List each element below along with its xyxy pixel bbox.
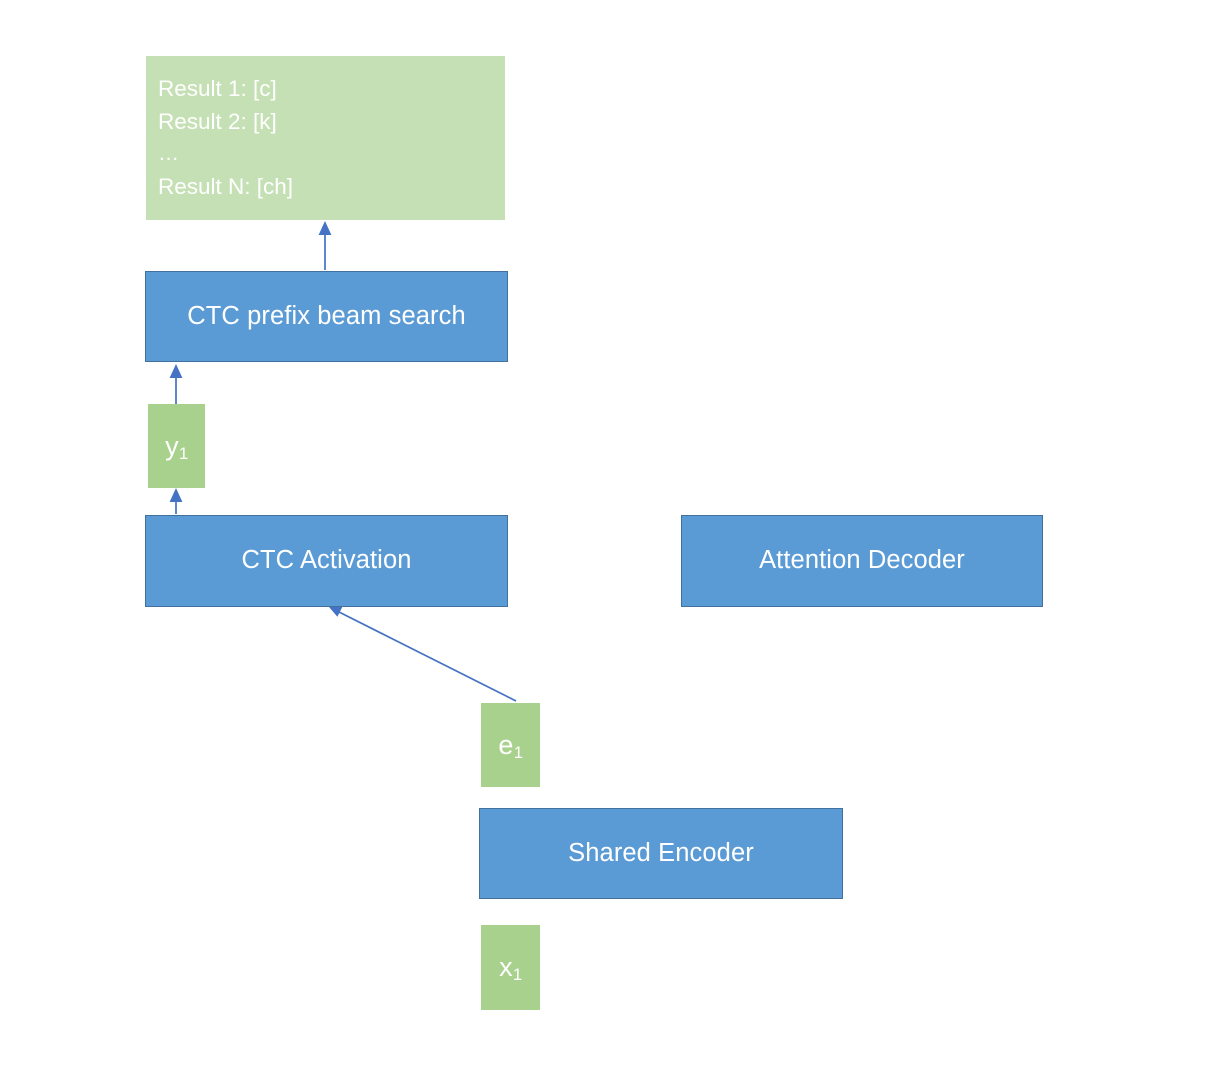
tensor-e1-subscript: 1: [513, 742, 523, 762]
ctc-activation-box[interactable]: CTC Activation: [145, 515, 508, 607]
tensor-x1-label: x1: [499, 952, 523, 985]
ctc-activation-label: CTC Activation: [241, 546, 412, 575]
ctc-prefix-beam-search-box[interactable]: CTC prefix beam search: [145, 271, 508, 362]
tensor-y1-label: y1: [165, 430, 189, 463]
arrow-beamsearch-to-results: [318, 221, 332, 270]
tensor-x1-subscript: 1: [512, 965, 523, 985]
shared-encoder-label: Shared Encoder: [568, 838, 754, 867]
tensor-y1-subscript: 1: [178, 443, 189, 463]
arrow-ctcactivation-to-y1: [169, 488, 183, 514]
arrow-y1-to-beamsearch: [169, 364, 183, 404]
arrow-e1-to-ctcactivation: [329, 604, 517, 702]
attention-decoder-box[interactable]: Attention Decoder: [681, 515, 1043, 607]
tensor-e1-base: e: [498, 729, 514, 760]
tensor-e1-box: e1: [481, 703, 540, 787]
tensor-y1-base: y: [165, 430, 179, 461]
result-line-1: Result 1: [c]: [158, 76, 277, 101]
tensor-y1-box: y1: [148, 404, 205, 488]
ctc-prefix-beam-search-label: CTC prefix beam search: [187, 301, 466, 330]
result-line-ellipsis: …: [158, 142, 179, 165]
attention-decoder-label: Attention Decoder: [759, 546, 965, 575]
result-line-2: Result 2: [k]: [158, 109, 277, 134]
shared-encoder-box[interactable]: Shared Encoder: [479, 808, 843, 899]
results-output-box: Result 1: [c] Result 2: [k] … Result N: …: [146, 56, 505, 220]
tensor-x1-base: x: [499, 952, 513, 982]
result-line-n: Result N: [ch]: [158, 174, 294, 199]
tensor-x1-box: x1: [481, 925, 540, 1010]
tensor-e1-label: e1: [498, 729, 523, 762]
